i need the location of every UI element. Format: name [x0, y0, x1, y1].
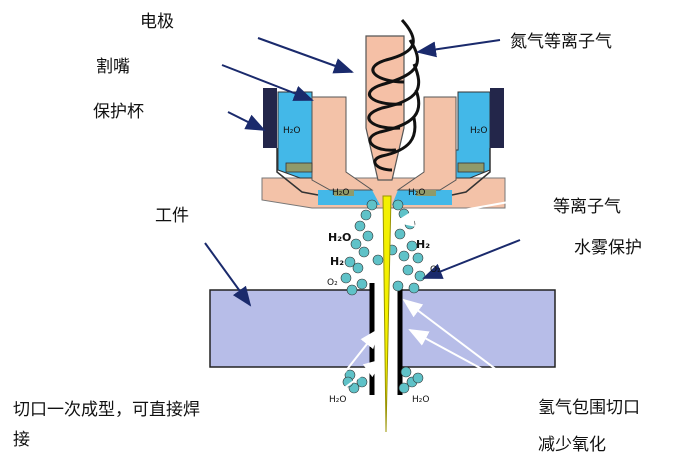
water-droplet	[366, 199, 378, 211]
water-droplet	[344, 256, 356, 268]
white-arrows	[314, 199, 531, 411]
label-nozzle: 割嘴	[96, 57, 130, 77]
mol-h2o-bottom-left: H₂O	[329, 395, 347, 405]
water-droplet	[372, 254, 384, 266]
water-droplet	[402, 264, 414, 276]
water-droplet	[398, 208, 410, 220]
mol-h2o-right: H₂O	[470, 126, 488, 136]
water-droplet	[394, 228, 406, 240]
swirl-ring-right	[457, 162, 485, 173]
label-cut-line2: 接	[13, 430, 30, 450]
water-droplet	[346, 284, 358, 296]
water-droplet	[412, 252, 424, 264]
mol-h2-left: H₂	[330, 255, 345, 268]
cup-edge-right	[490, 88, 504, 148]
label-cut-line1: 切口一次成型，可直接焊	[13, 400, 200, 420]
mol-h2o-upper: H₂O	[328, 231, 352, 244]
water-droplet	[414, 270, 426, 282]
pointer-arrows	[204, 37, 521, 307]
water-droplet	[398, 250, 410, 262]
label-plasma: 等离子气	[553, 197, 621, 217]
nozzle-right	[396, 96, 457, 191]
cup-edge-left	[263, 88, 277, 148]
mol-o2-left: O₂	[327, 278, 338, 288]
label-electrode: 电极	[140, 12, 174, 32]
label-h2-line1: 氢气包围切口	[538, 398, 640, 418]
water-droplet	[392, 199, 404, 211]
mol-h2o-bottom-right: H₂O	[412, 395, 430, 405]
water-droplet	[340, 272, 352, 284]
mol-h2o-band-left: H₂O	[332, 188, 350, 198]
water-droplet	[408, 282, 420, 294]
plasma-arc	[382, 195, 392, 433]
water-droplets	[340, 199, 426, 394]
water-droplet	[354, 220, 366, 232]
water-droplet	[356, 278, 368, 290]
mol-h2-right: H₂	[416, 238, 431, 251]
water-droplet	[362, 230, 374, 242]
electrode-coil	[367, 18, 421, 172]
water-droplet	[350, 238, 362, 250]
mol-o2-right: O₂	[430, 265, 441, 275]
water-droplet	[392, 280, 404, 292]
label-nitrogen-plasma: 氮气等离子气	[510, 32, 612, 52]
water-droplet	[398, 382, 410, 394]
water-droplet	[358, 246, 370, 258]
label-workpiece: 工件	[155, 206, 189, 226]
water-droplet	[400, 366, 412, 378]
water-droplet	[356, 376, 368, 388]
mol-h2o-left: H₂O	[283, 126, 301, 136]
label-h2-line2: 减少氧化	[538, 435, 606, 455]
water-droplet	[360, 209, 372, 221]
mol-h2o-band-right: H₂O	[408, 188, 426, 198]
water-droplet	[412, 372, 424, 384]
swirl-ring-left	[285, 162, 313, 173]
water-droplet	[406, 240, 418, 252]
water-droplet	[352, 262, 364, 274]
label-water-mist: 水雾保护	[574, 238, 642, 258]
label-cup: 保护杯	[93, 102, 144, 122]
nozzle-left	[311, 96, 374, 191]
